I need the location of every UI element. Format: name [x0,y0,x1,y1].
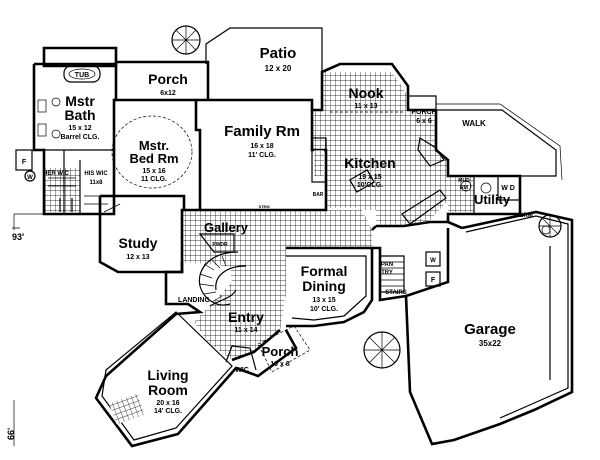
family-room-size: 16 x 18 [250,143,273,150]
tree-top [171,25,201,55]
walk-label: WALK [462,119,486,128]
porch-side-size: 6 x 6 [416,118,432,125]
stairs-label: STAIRS [385,290,407,296]
w-label-right: W [430,258,436,264]
room-labels: Patio 12 x 20 Porch 6x12 Mstr Bath 15 x … [61,45,516,415]
patio-name: Patio [260,45,297,62]
mstr-bed-clg: 11 CLG. [141,176,167,183]
pan-label: PAN [381,262,393,268]
her-wic-label: HER WIC [43,171,70,177]
formal-dining-name-2: Dining [302,278,346,294]
porch-top-size: 6x12 [160,90,176,97]
nook-name: Nook [349,85,384,101]
mstr-bath-size: 15 x 12 [68,125,91,132]
living-room-name-2: Room [148,382,188,398]
mstr-bath-note: Barrel CLG. [61,134,100,141]
living-room-clg: 14' CLG. [154,408,182,415]
gallery-name: Gallery [204,220,249,235]
brm-label: BRM [519,213,533,219]
stem-label: STEM [258,204,270,209]
mud-label-2: RM [460,185,468,191]
dimension-bottom-left: 66' [6,428,16,440]
try-label: TRY [381,270,393,276]
landing-label: LANDING [178,297,210,304]
bar-label: BAR [313,192,324,198]
wic-label: WIC [235,367,249,374]
mud-label-1: MUD [458,178,470,184]
f-label-right: F [431,277,436,284]
mstr-bed-name-1: Mstr. [139,138,169,153]
porch-front-name: Porch [262,344,299,359]
wd-label: W D [501,185,515,192]
study-name: Study [119,235,158,251]
his-wic-label: HIS WIC [84,171,108,177]
entry-name: Entry [228,309,264,325]
formal-dining-clg: 10' CLG. [310,306,338,313]
family-room-clg: 11' CLG. [248,152,276,159]
living-room-size: 20 x 16 [156,400,179,407]
w-label-left: W [27,175,33,181]
entry-size: 11 x 14 [235,327,258,334]
tub-label: TUB [75,72,89,79]
garage-name: Garage [464,321,516,338]
formal-dining-size: 13 x 15 [312,297,335,304]
garage-size: 35x22 [479,339,502,348]
f-label-left: F [22,159,27,166]
formal-dining-name-1: Formal [301,263,348,279]
study-size: 12 x 13 [126,254,149,261]
mstr-bath-name-2: Bath [64,107,95,123]
his-wic-size: 11x8 [89,180,103,186]
kitchen-clg: 10'CLG. [357,182,383,189]
utility-name: Utility [474,192,511,207]
interior-details [12,65,551,446]
dimension-left: 93' [12,232,24,242]
mstr-bed-size: 15 x 16 [142,168,165,175]
nook-size: 11 x 13 [355,103,378,110]
landscape-trees [171,25,562,369]
dimensions: 93' 66' [6,232,24,440]
family-room-name: Family Rm [224,123,300,140]
kitchen-size: 19 x 15 [358,174,381,181]
porch-top-name: Porch [148,71,188,87]
powder-label: PWDR [212,242,228,248]
porch-front-size: 10 x 8 [270,361,290,368]
tree-right [538,214,562,238]
living-room-name-1: Living [147,367,188,383]
mstr-bath-name-1: Mstr [65,93,95,109]
small-labels: TUB HER WIC HIS WIC 11x8 WIC LANDING WAL… [22,72,533,374]
kitchen-name: Kitchen [344,155,395,171]
patio-size: 12 x 20 [265,64,292,73]
porch-side-name: PORCH [411,109,436,116]
mstr-bed-name-2: Bed Rm [129,151,178,166]
tree-front [363,331,401,369]
